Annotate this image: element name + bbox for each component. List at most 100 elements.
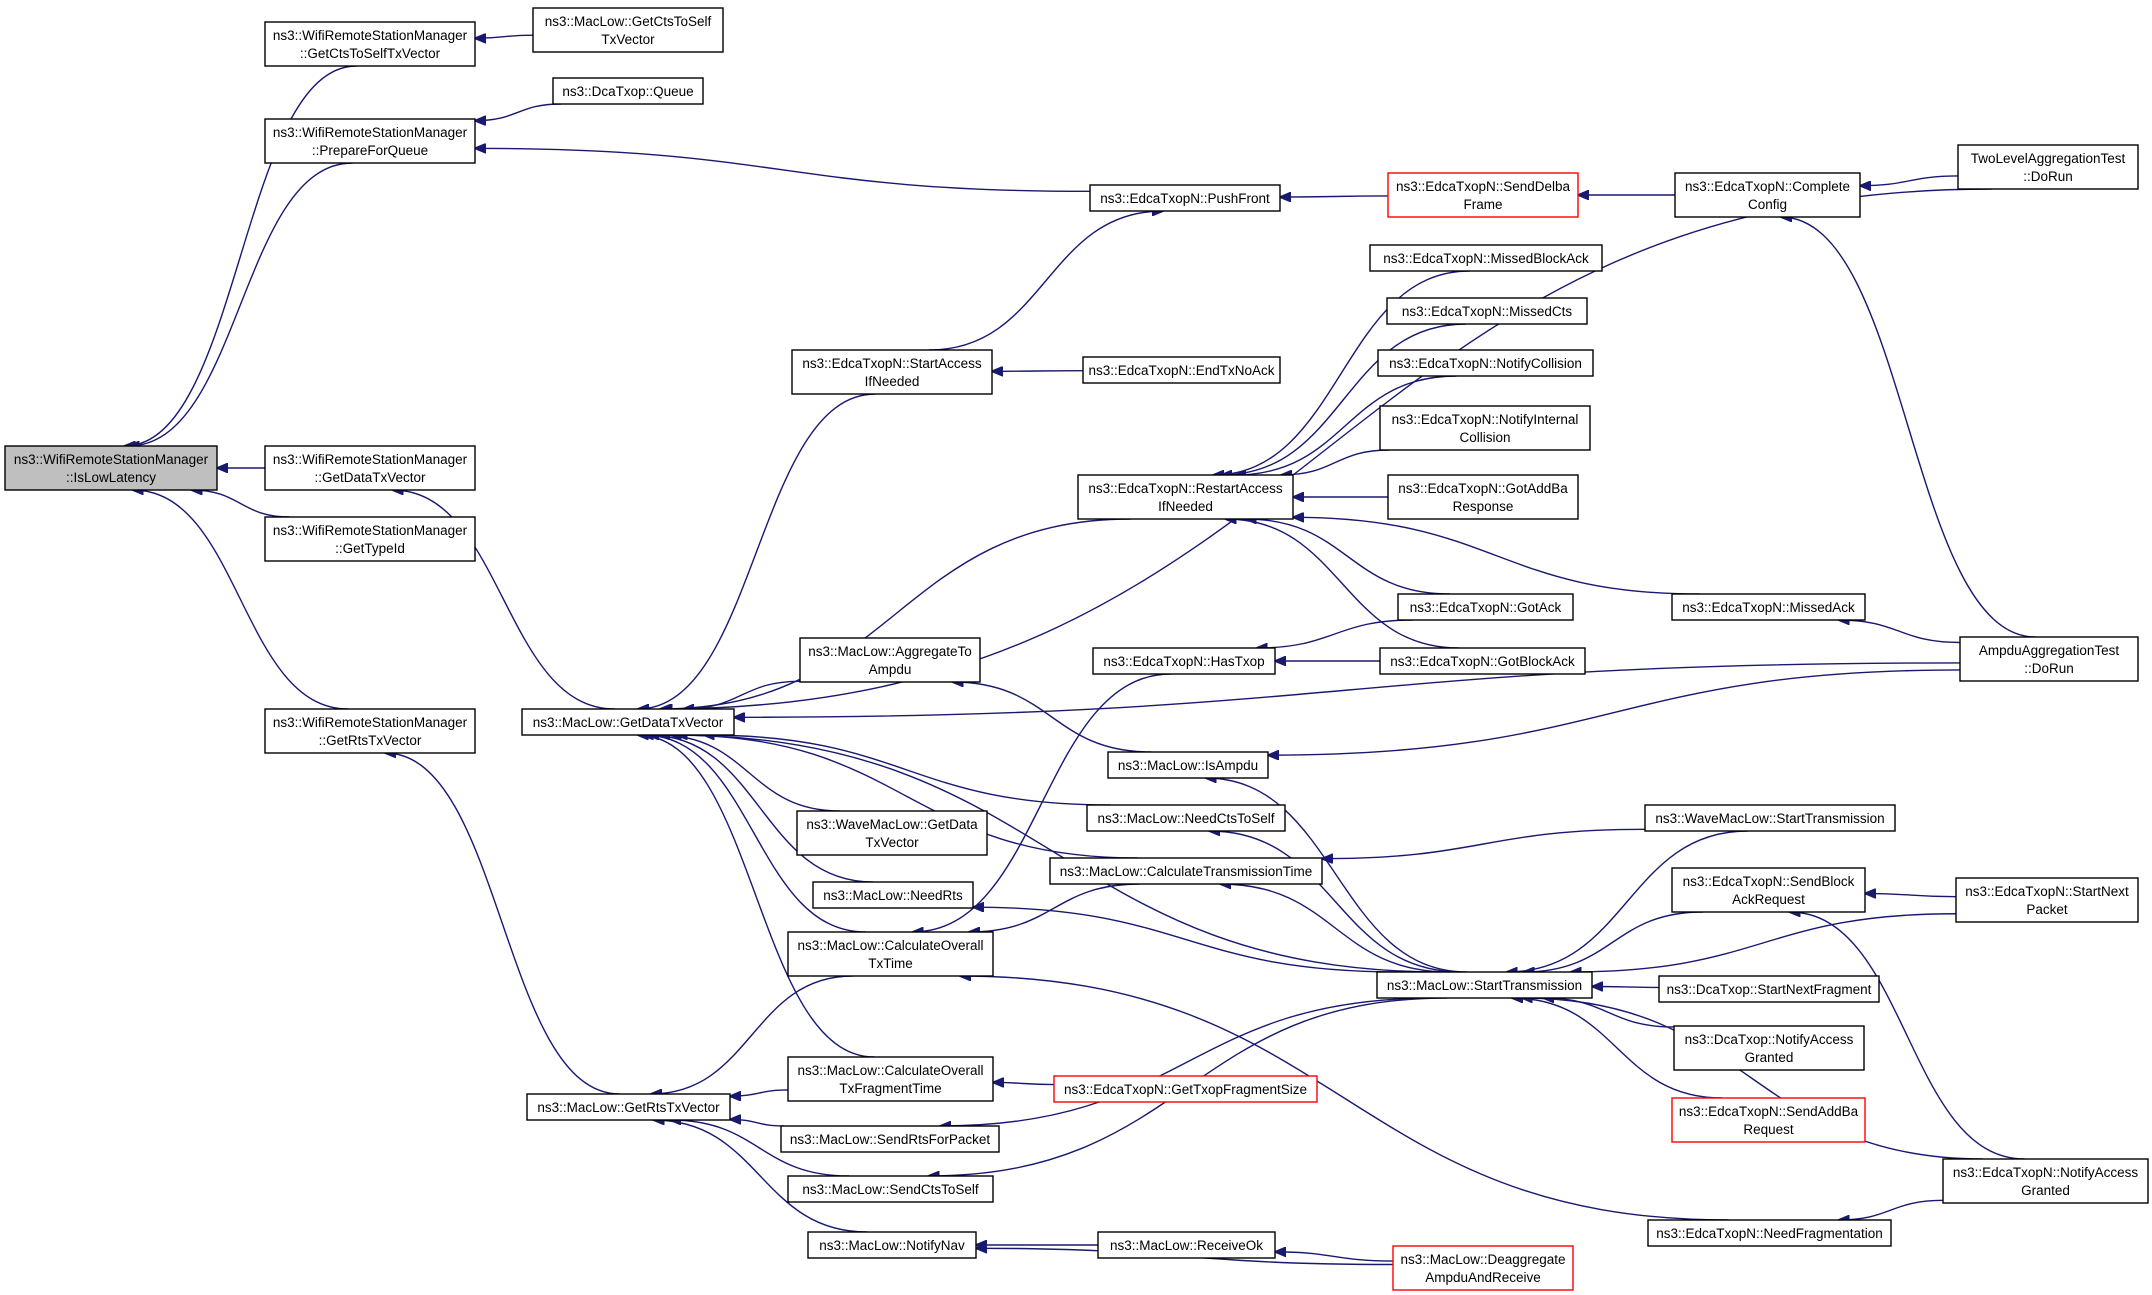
node-box[interactable]: [521, 708, 735, 736]
node-box[interactable]: [1673, 1025, 1865, 1071]
node-box[interactable]: [1387, 474, 1579, 520]
node-box[interactable]: [1369, 244, 1603, 272]
node-box[interactable]: [1392, 1245, 1574, 1291]
node-box[interactable]: [1386, 297, 1588, 325]
node-wrsm-data-txv[interactable]: ns3::WifiRemoteStationManager::GetDataTx…: [264, 445, 476, 491]
node-box[interactable]: [780, 1125, 1000, 1153]
node-box[interactable]: [1379, 405, 1591, 451]
node-box[interactable]: [791, 349, 993, 395]
node-box[interactable]: [1082, 356, 1281, 384]
node-box[interactable]: [264, 708, 476, 754]
node-need-frag[interactable]: ns3::EdcaTxopN::NeedFragmentation: [1647, 1219, 1892, 1247]
node-box[interactable]: [787, 1175, 994, 1203]
node-box[interactable]: [1955, 877, 2139, 923]
node-box[interactable]: [1049, 857, 1323, 885]
node-box[interactable]: [1107, 751, 1269, 779]
node-box[interactable]: [526, 1093, 731, 1121]
node-box[interactable]: [1658, 975, 1880, 1003]
node-send-cts-to-self[interactable]: ns3::MacLow::SendCtsToSelf: [787, 1175, 994, 1203]
node-box[interactable]: [264, 118, 476, 164]
node-receive-ok[interactable]: ns3::MacLow::ReceiveOk: [1097, 1231, 1276, 1259]
node-box[interactable]: [1671, 1097, 1866, 1143]
node-two-level[interactable]: TwoLevelAggregationTest::DoRun: [1957, 144, 2139, 190]
node-notify-collision[interactable]: ns3::EdcaTxopN::NotifyCollision: [1377, 349, 1594, 377]
node-box[interactable]: [1053, 1075, 1318, 1103]
node-box[interactable]: [1387, 172, 1579, 218]
node-box[interactable]: [1959, 636, 2139, 682]
node-box[interactable]: [264, 21, 476, 67]
node-wrsm-rts-txv[interactable]: ns3::WifiRemoteStationManager::GetRtsTxV…: [264, 708, 476, 754]
node-prep-queue[interactable]: ns3::WifiRemoteStationManager::PrepareFo…: [264, 118, 476, 164]
node-send-rts-for-packet[interactable]: ns3::MacLow::SendRtsForPacket: [780, 1125, 1000, 1153]
node-calc-overall-frag[interactable]: ns3::MacLow::CalculateOverallTxFragmentT…: [787, 1056, 994, 1102]
node-box[interactable]: [812, 881, 974, 909]
node-box[interactable]: [796, 810, 988, 856]
node-box[interactable]: [1647, 1219, 1892, 1247]
node-box[interactable]: [1086, 804, 1286, 832]
node-box[interactable]: [264, 516, 476, 562]
node-got-block-ack[interactable]: ns3::EdcaTxopN::GotBlockAck: [1379, 647, 1586, 675]
node-has-txop[interactable]: ns3::EdcaTxopN::HasTxop: [1092, 647, 1276, 675]
node-missed-ack[interactable]: ns3::EdcaTxopN::MissedAck: [1671, 593, 1866, 621]
node-start-tx[interactable]: ns3::MacLow::StartTransmission: [1376, 971, 1593, 999]
node-need-rts[interactable]: ns3::MacLow::NeedRts: [812, 881, 974, 909]
node-box[interactable]: [1379, 647, 1586, 675]
node-box[interactable]: [1674, 172, 1861, 218]
node-box[interactable]: [4, 445, 218, 491]
node-missed-block-ack[interactable]: ns3::EdcaTxopN::MissedBlockAck: [1369, 244, 1603, 272]
node-box[interactable]: [1097, 1231, 1276, 1259]
node-box[interactable]: [787, 1056, 994, 1102]
node-get-txop-frag-size[interactable]: ns3::EdcaTxopN::GetTxopFragmentSize: [1053, 1075, 1318, 1103]
node-root[interactable]: ns3::WifiRemoteStationManager::IsLowLate…: [4, 445, 218, 491]
node-push-front[interactable]: ns3::EdcaTxopN::PushFront: [1089, 184, 1281, 212]
node-end-tx-no-ack[interactable]: ns3::EdcaTxopN::EndTxNoAck: [1082, 356, 1281, 384]
node-box[interactable]: [1397, 593, 1574, 621]
node-box[interactable]: [1092, 647, 1276, 675]
node-dca-start-next-frag[interactable]: ns3::DcaTxop::StartNextFragment: [1658, 975, 1880, 1003]
node-got-ack[interactable]: ns3::EdcaTxopN::GotAck: [1397, 593, 1574, 621]
node-box[interactable]: [1644, 804, 1896, 832]
node-box[interactable]: [552, 77, 704, 105]
node-wave-start-tx[interactable]: ns3::WaveMacLow::StartTransmission: [1644, 804, 1896, 832]
node-box[interactable]: [1077, 474, 1294, 520]
node-box[interactable]: [799, 637, 981, 683]
node-box[interactable]: [1957, 144, 2139, 190]
node-need-cts-to-self[interactable]: ns3::MacLow::NeedCtsToSelf: [1086, 804, 1286, 832]
node-get-rts-txv[interactable]: ns3::MacLow::GetRtsTxVector: [526, 1093, 731, 1121]
node-box[interactable]: [1671, 593, 1866, 621]
node-is-ampdu[interactable]: ns3::MacLow::IsAmpdu: [1107, 751, 1269, 779]
node-box[interactable]: [264, 445, 476, 491]
node-calc-tx-time[interactable]: ns3::MacLow::CalculateTransmissionTime: [1049, 857, 1323, 885]
node-ampdu-test[interactable]: AmpduAggregationTest::DoRun: [1959, 636, 2139, 682]
node-wrsm-type-id[interactable]: ns3::WifiRemoteStationManager::GetTypeId: [264, 516, 476, 562]
node-box[interactable]: [1089, 184, 1281, 212]
node-get-data-txv[interactable]: ns3::MacLow::GetDataTxVector: [521, 708, 735, 736]
node-box[interactable]: [1376, 971, 1593, 999]
node-dca-queue[interactable]: ns3::DcaTxop::Queue: [552, 77, 704, 105]
node-box[interactable]: [532, 7, 724, 53]
node-box[interactable]: [1942, 1158, 2149, 1204]
node-notify-nav[interactable]: ns3::MacLow::NotifyNav: [807, 1231, 977, 1259]
node-box[interactable]: [1671, 867, 1866, 913]
node-mac-get-cts-txv[interactable]: ns3::MacLow::GetCtsToSelfTxVector: [532, 7, 724, 53]
node-missed-cts[interactable]: ns3::EdcaTxopN::MissedCts: [1386, 297, 1588, 325]
node-cts-to-self-txv[interactable]: ns3::WifiRemoteStationManager::GetCtsToS…: [264, 21, 476, 67]
node-box[interactable]: [1377, 349, 1594, 377]
node-box[interactable]: [807, 1231, 977, 1259]
node-box[interactable]: [787, 931, 994, 977]
node-wave-get-data[interactable]: ns3::WaveMacLow::GetDataTxVector: [796, 810, 988, 856]
